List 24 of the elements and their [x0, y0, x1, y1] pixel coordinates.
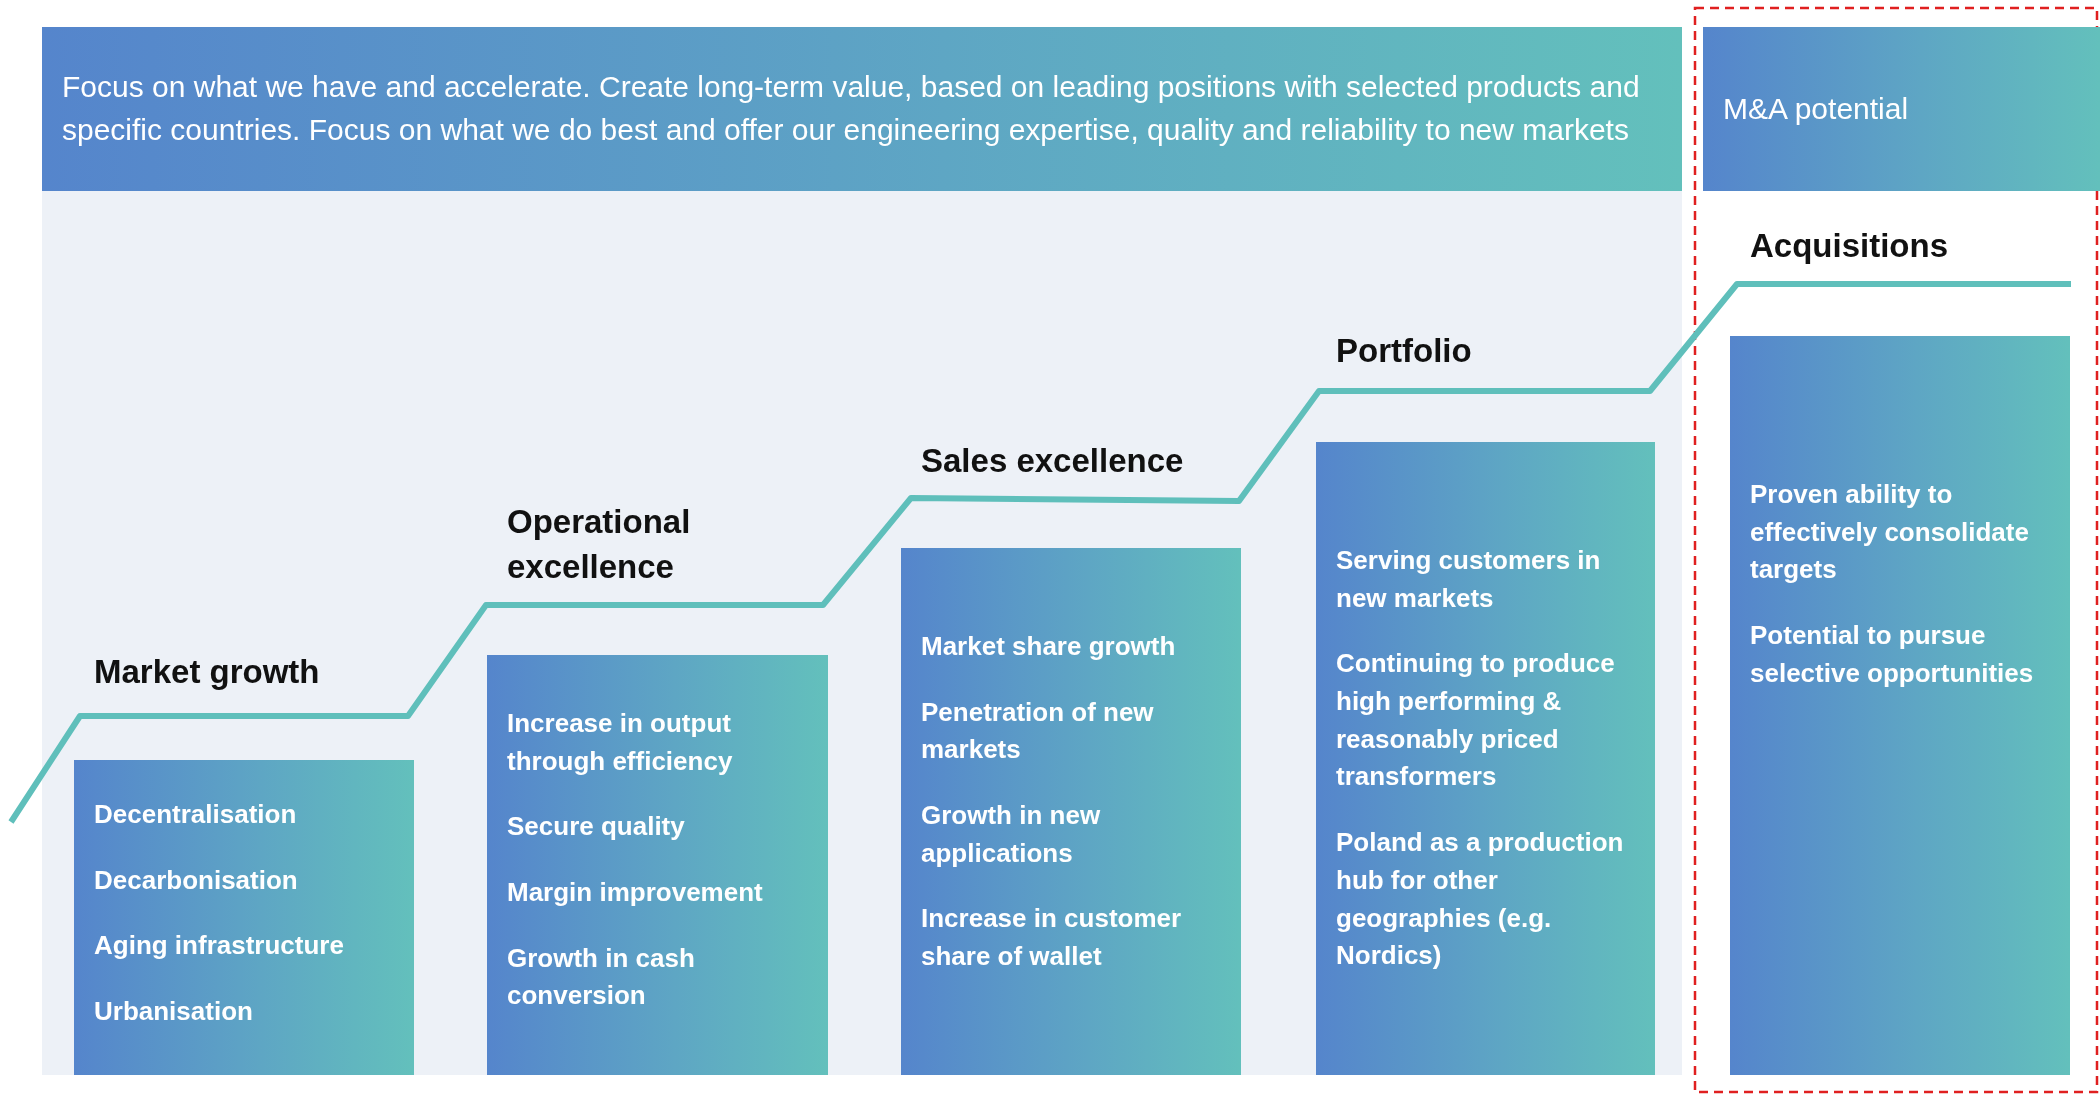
list-item: Growth in cash conversion: [507, 941, 696, 1013]
list-item: Penetration of new markets: [921, 695, 1155, 767]
header-banner: Focus on what we have and accelerate. Create long-term value, based on leading positions with selected products and specific countries. Focus on what we do best and offer our engineering expertise, quality and reliability to new markets: [42, 27, 1682, 191]
list-item: Potential to pursue selective opportunities: [1750, 619, 2035, 690]
step-heading: Market growth: [94, 652, 321, 692]
list-item: Proven ability to effectively consolidate targets: [1750, 478, 2030, 587]
list-item: Margin improvement: [507, 876, 764, 910]
list-item: Decentralisation: [94, 798, 298, 831]
list-item: Decarbonisation: [94, 863, 299, 897]
step-heading: Operational excellence: [507, 502, 692, 587]
list-item: Continuing to produce high performing & reasonably priced transformers: [1336, 647, 1616, 794]
list-item: Aging infrastructure: [94, 929, 345, 963]
list-item: Increase in output through efficiency: [507, 707, 734, 778]
list-item: Increase in customer share of wallet: [921, 902, 1183, 974]
step-heading: Acquisitions: [1750, 226, 1950, 266]
list-item: Urbanisation: [94, 995, 254, 1029]
header-banner: M&A potential: [1703, 27, 2100, 191]
step-heading: Portfolio: [1336, 331, 1473, 371]
step-heading: Sales excellence: [921, 441, 1185, 481]
list-item: Serving customers in new markets: [1336, 544, 1602, 615]
list-item: Growth in new applications: [921, 799, 1102, 870]
list-item: Market share growth: [921, 630, 1177, 663]
list-item: Poland as a production hub for other geographies (e.g. Nordics): [1336, 826, 1625, 973]
list-item: Secure quality: [507, 810, 686, 844]
